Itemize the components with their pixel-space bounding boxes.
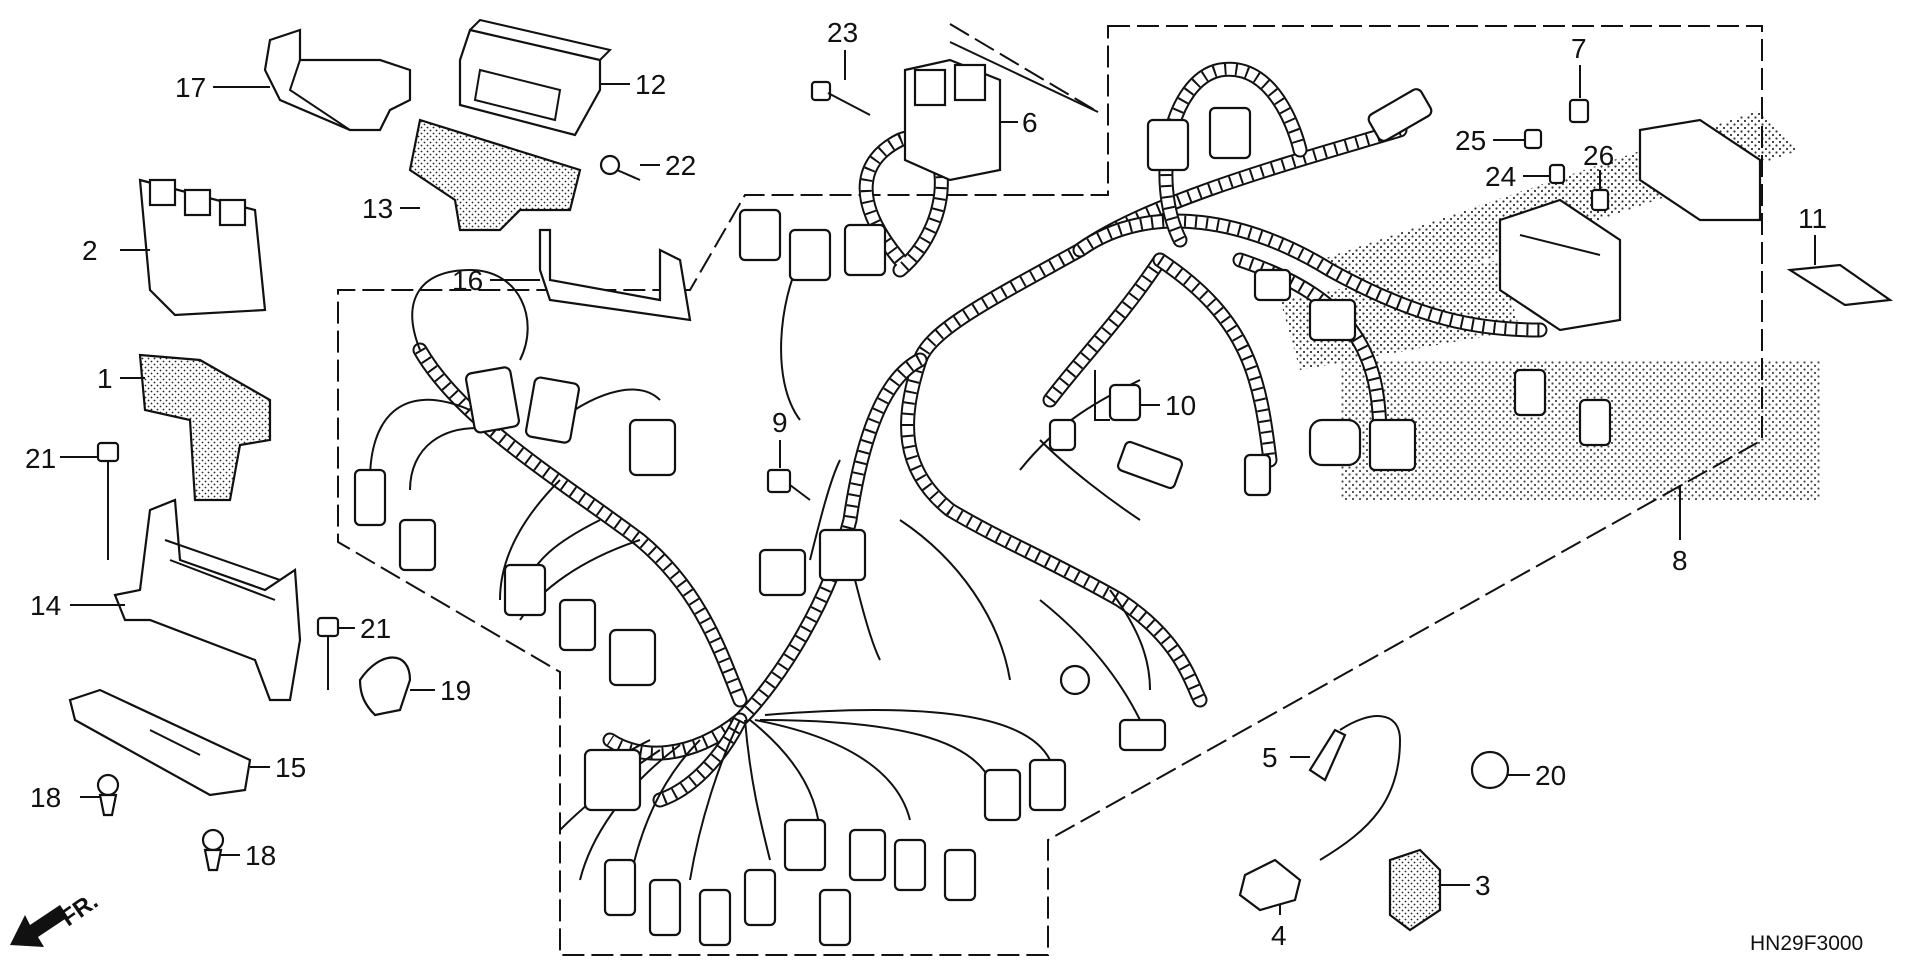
callout-18-left: 18: [30, 782, 61, 813]
callout-12: 12: [635, 69, 666, 100]
part-16-bracket: [538, 228, 692, 322]
callout-4: 4: [1271, 920, 1287, 951]
part-21-bolt-upper: [96, 441, 120, 480]
callout-7: 7: [1571, 33, 1587, 64]
callout-9: 9: [772, 407, 788, 438]
part-23-bolt: [810, 80, 871, 116]
callout-2: 2: [82, 235, 98, 266]
part-21-bolt-lower: [316, 616, 340, 655]
callout-24: 24: [1485, 161, 1516, 192]
part-1-cover: [138, 353, 272, 502]
assembly-boundary: [337, 23, 1763, 956]
callout-1: 1: [97, 363, 113, 394]
callout-14: 14: [30, 590, 61, 621]
callout-5: 5: [1262, 742, 1278, 773]
part-24-fuse: [1548, 163, 1566, 185]
harness-connectors: [353, 88, 1612, 947]
part-2-relay-box: [138, 178, 267, 317]
part-4-sensor: [1238, 858, 1302, 912]
part-6-regulator: [903, 41, 1099, 182]
part-10-clip: [1094, 370, 1142, 422]
part-14-bracket: [113, 498, 302, 702]
fuse-box: [1498, 198, 1622, 332]
callout-6: 6: [1022, 107, 1038, 138]
callout-16: 16: [452, 265, 483, 296]
callout-13: 13: [362, 193, 393, 224]
front-direction-marker: FR.: [10, 888, 103, 947]
part-26-fuse: [1590, 188, 1610, 212]
leader-lines: [60, 50, 1816, 915]
front-label: FR.: [56, 888, 103, 932]
callout-labels: 17 2 1 21 14 21 19 15 18 18 12 13 22 16 …: [25, 17, 1827, 951]
part-18-clip-right: [201, 828, 225, 872]
diagram-code: HN29F3000: [1750, 932, 1863, 955]
callout-19: 19: [440, 675, 471, 706]
callout-10: 10: [1165, 390, 1196, 421]
fuse-box-cover: [1638, 118, 1762, 222]
callout-26: 26: [1583, 140, 1614, 171]
callout-17: 17: [175, 72, 206, 103]
arrow-down-left-icon: [10, 905, 68, 947]
part-5-sensor: [1308, 715, 1402, 861]
part-17-cover: [263, 28, 412, 132]
part-20-clamp: [1470, 750, 1510, 790]
part-13-ecu: [408, 118, 582, 232]
callout-8: 8: [1672, 545, 1688, 576]
part-3-mount: [1388, 848, 1442, 932]
part-19-clamp: [358, 656, 412, 717]
part-15-plate: [68, 688, 252, 797]
part-22-bolt: [599, 154, 641, 181]
callout-11: 11: [1798, 203, 1827, 234]
part-12-control-module: [458, 18, 612, 137]
callout-21-upper: 21: [25, 443, 56, 474]
part-25-fuse: [1523, 128, 1543, 150]
part-7-fuse: [1568, 98, 1590, 124]
part-9-connector: [766, 468, 811, 501]
part-18-clip-left: [96, 773, 120, 817]
part-11-label: [1786, 263, 1894, 307]
callout-23: 23: [827, 17, 858, 48]
callout-18-right: 18: [245, 840, 276, 871]
callout-15: 15: [275, 752, 306, 783]
callout-3: 3: [1475, 870, 1491, 901]
callout-25: 25: [1455, 125, 1486, 156]
callout-20: 20: [1535, 760, 1566, 791]
callout-22: 22: [665, 150, 696, 181]
callout-21-lower: 21: [360, 613, 391, 644]
